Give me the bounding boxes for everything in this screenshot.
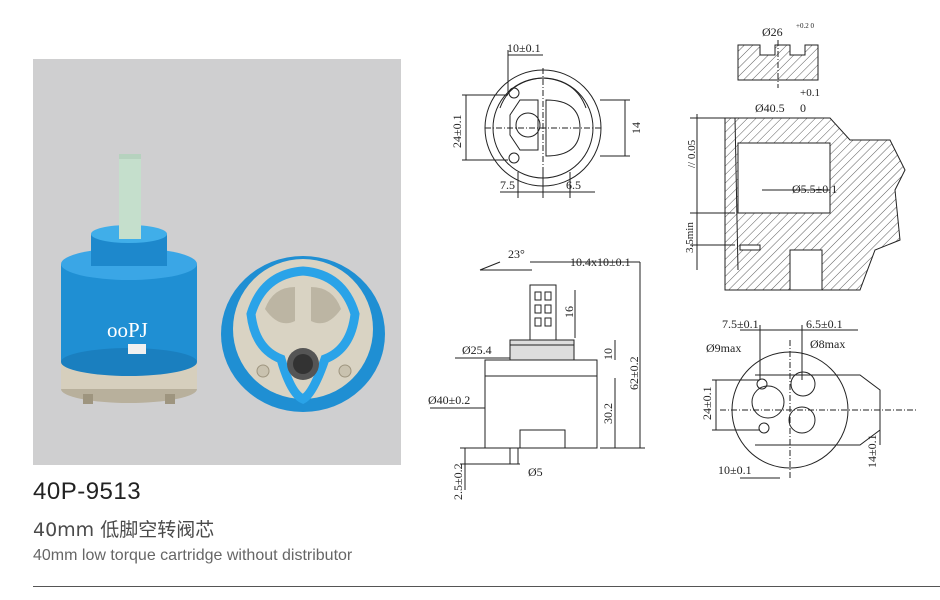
cartridge-side-image: ooPJ <box>61 154 197 404</box>
side-pin-diameter-dim: Ø5 <box>528 465 543 479</box>
top-bottom-left-dim: 7.5 <box>500 178 515 192</box>
bottom-width-dim: 10±0.1 <box>718 463 752 477</box>
bottom-left-offset-dim: 7.5±0.1 <box>722 317 759 331</box>
product-title-english: 40mm low torque cartridge without distri… <box>33 547 353 564</box>
cartridge-bottom-image <box>221 256 385 412</box>
side-stem-dim: 10.4x10±0.1 <box>570 255 631 269</box>
top-height-left-dim: 24±0.1 <box>450 114 464 148</box>
top-width-dim: 10±0.1 <box>507 41 541 55</box>
section-view-drawing <box>690 40 906 291</box>
section-bore-dim: Ø40.5 <box>755 101 785 115</box>
bottom-divider <box>33 586 940 587</box>
side-body-height-dim: 30.2 <box>601 403 615 424</box>
top-bottom-right-dim: 6.5 <box>566 178 581 192</box>
bottom-right-offset-dim: 6.5±0.1 <box>806 317 843 331</box>
section-flatness: // 0.05 <box>686 139 698 168</box>
side-stem-height-dim: 16 <box>562 306 576 318</box>
side-view-drawing <box>430 261 645 490</box>
product-model: 40P-9513 <box>33 478 142 505</box>
side-total-height-dim: 62±0.2 <box>627 356 641 390</box>
side-body-diameter-dim: Ø40±0.2 <box>428 393 470 407</box>
side-angle-dim: 23° <box>508 247 525 261</box>
product-photo: ooPJ <box>33 59 401 465</box>
section-min-depth: 3.5min <box>684 222 696 253</box>
section-pin-hole-dim: Ø5.5±0.1 <box>792 182 837 196</box>
side-pin-height-dim: 2.5±0.2 <box>451 463 465 500</box>
section-bore-zero: 0 <box>800 101 806 115</box>
bottom-hole-large-dim: Ø9max <box>706 341 741 355</box>
side-collar-dim: Ø25.4 <box>462 343 492 357</box>
bottom-height-right-dim: 14±0.1 <box>865 434 879 468</box>
section-top-hole-dim: Ø26 <box>762 25 783 39</box>
bottom-height-left-dim: 24±0.1 <box>700 386 714 420</box>
cartridge-photo-illustration: ooPJ <box>61 154 385 412</box>
bottom-hole-small-dim: Ø8max <box>810 337 845 351</box>
bottom-view-drawing <box>712 325 918 480</box>
section-tol-plus: +0.1 <box>800 87 820 99</box>
top-height-right-dim: 14 <box>629 122 643 134</box>
section-top-hole-tol: +0.2 0 <box>796 22 814 30</box>
top-view-drawing <box>462 50 630 198</box>
brand-mark: ooPJ <box>107 318 148 342</box>
product-title-chinese: 40mm 低脚空转阀芯 <box>33 519 215 541</box>
side-collar-height-dim: 10 <box>601 348 615 360</box>
